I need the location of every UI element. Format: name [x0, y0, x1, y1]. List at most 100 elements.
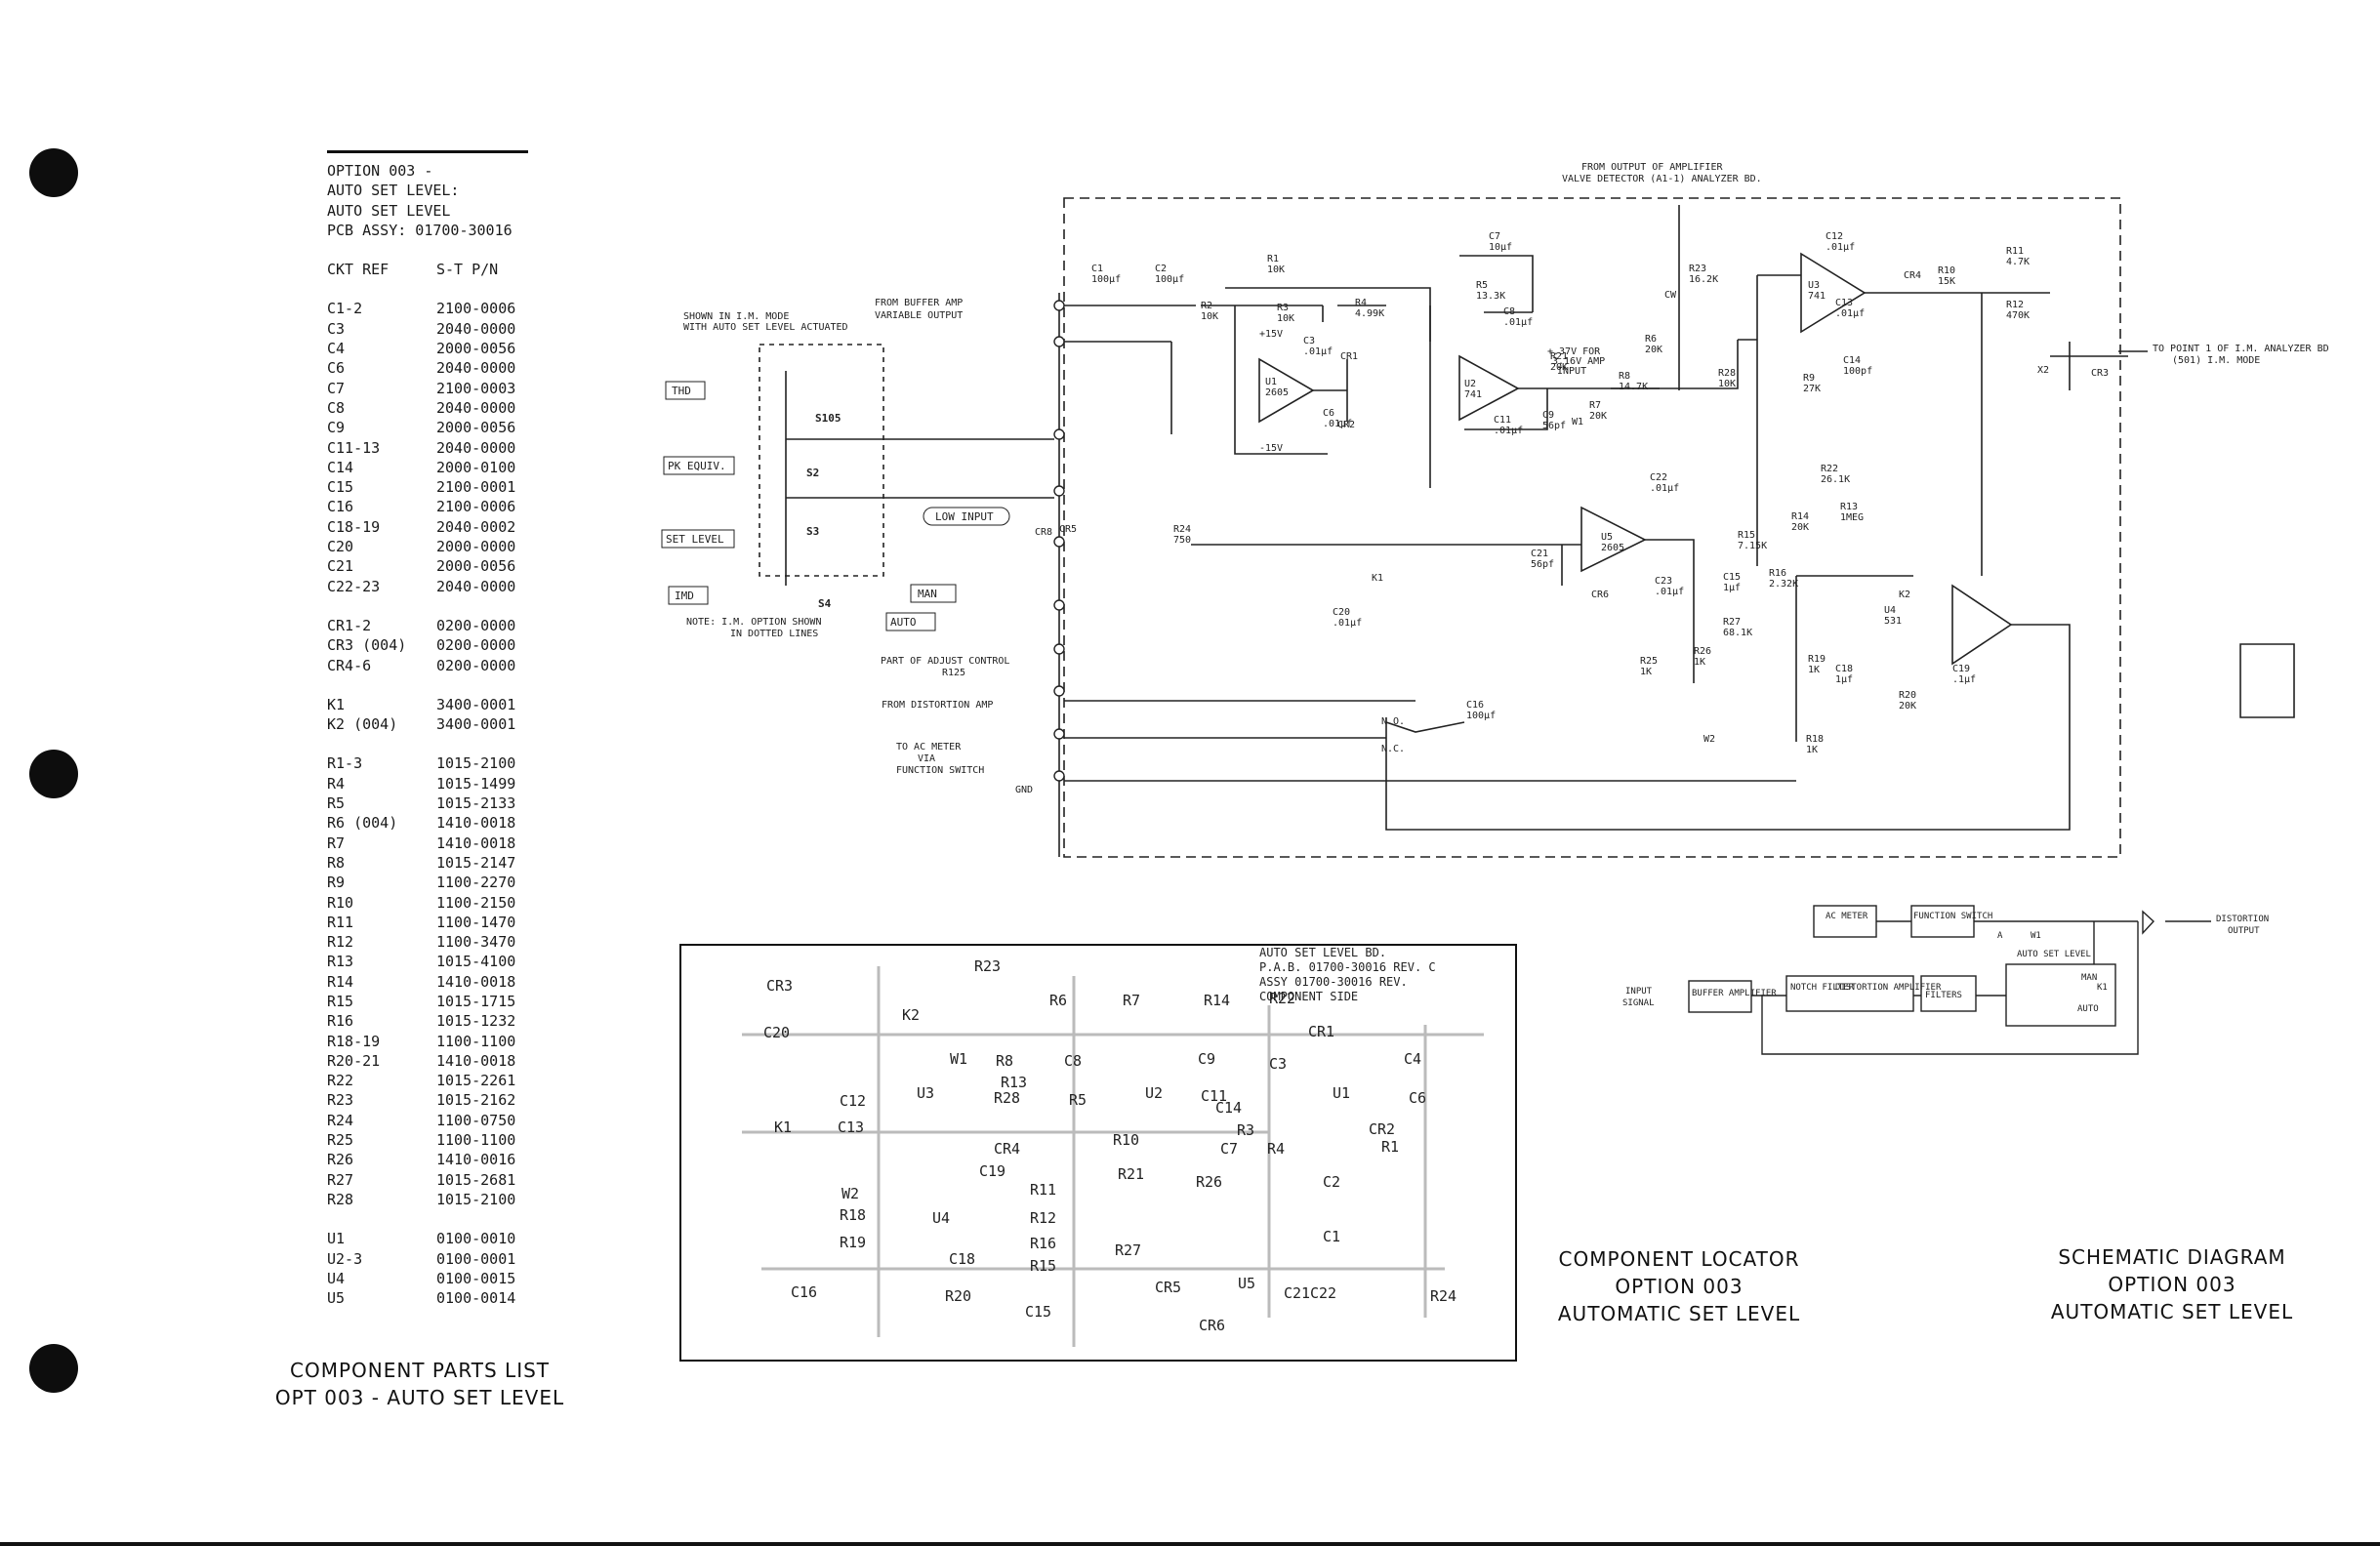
ckt-ref: C9	[327, 419, 346, 437]
ckt-ref: R22	[327, 1072, 354, 1090]
parts-row: C3 2040-0000	[327, 319, 528, 339]
component-ref-c16: C16	[1466, 700, 1484, 711]
part-number: 1410-0018	[436, 834, 516, 852]
u5-opamp	[1580, 506, 1647, 573]
part-number: 2040-0000	[436, 319, 516, 338]
ckt-ref: C22-23	[327, 577, 381, 595]
u4-output-loop	[1385, 624, 2071, 831]
part-number: 1015-2261	[436, 1072, 516, 1090]
component-ref-r19: R19	[1808, 654, 1826, 665]
part-number: 1100-1100	[436, 1032, 516, 1050]
block-label: FUNCTION SWITCH	[1913, 912, 1992, 921]
ckt-ref: U2-3	[327, 1249, 363, 1268]
block-notch-distortion-box	[1785, 975, 1914, 1012]
component-value-c15: 1µf	[1723, 583, 1741, 593]
part-number: 2040-0000	[436, 398, 516, 417]
part-number: 2000-0056	[436, 419, 516, 437]
cr3-output	[2050, 342, 2148, 390]
ckt-ref: R5	[327, 794, 346, 813]
component-ref-c2: C2	[1155, 264, 1167, 274]
schematic-label: CW	[1664, 290, 1677, 301]
ckt-ref: R18-19	[327, 1032, 381, 1050]
schematic-label: X2	[2037, 365, 2049, 376]
terminal-circle	[1053, 536, 1065, 548]
component-ref-r28: R28	[1718, 368, 1736, 379]
component-value-c21: 56pf	[1531, 559, 1554, 570]
column-headers: CKT REF S-T P/N	[327, 260, 528, 279]
schematic-label: W2	[1703, 734, 1715, 745]
ckt-ref: C16	[327, 498, 354, 516]
component-ref-c9: C9	[1542, 410, 1554, 421]
header-line: AUTO SET LEVEL	[327, 201, 451, 220]
component-value-c3: .01µf	[1303, 346, 1333, 357]
component-ref-r5: R5	[1476, 280, 1488, 291]
block-label: FILTERS	[1925, 991, 1962, 1000]
component-ref-r26: R26	[1694, 646, 1711, 657]
schematic-label: K2	[1899, 590, 1910, 600]
component-ref-u4: U4	[1884, 605, 1896, 616]
component-ref-u5: U5	[1601, 532, 1613, 543]
block-diagram-wiring	[1751, 910, 2211, 1055]
component-ref-r22: R22	[1821, 464, 1838, 474]
switch-ref: S4	[818, 597, 832, 610]
component-value-c22: .01µf	[1650, 483, 1679, 494]
component-ref-c18: C18	[1835, 664, 1853, 674]
parts-row: R22 1015-2261	[327, 1071, 528, 1090]
component-value-r13: 1MEG	[1840, 512, 1864, 523]
part-number: 2100-0006	[436, 300, 516, 318]
plus-37v-label: INPUT	[1557, 366, 1586, 377]
u5-output	[1645, 539, 1695, 683]
part-number: 2000-0000	[436, 538, 516, 556]
header-line: AUTO SET LEVEL:	[327, 182, 460, 200]
block-a-label: A	[1997, 931, 2003, 941]
component-value-r14: 20K	[1791, 522, 1809, 533]
part-number: 1015-1232	[436, 1012, 516, 1031]
to-point-label: TO POINT 1 OF I.M. ANALYZER BD	[2153, 344, 2329, 354]
component-ref-r12: R12	[2006, 300, 2024, 310]
part-number: 1410-0016	[436, 1151, 516, 1169]
schematic-label: CR6	[1591, 590, 1609, 600]
component-value-r5: 13.3K	[1476, 291, 1505, 302]
auto-box	[885, 612, 936, 631]
component-value-r8: 14.7K	[1619, 382, 1648, 392]
component-ref-r18: R18	[1806, 734, 1824, 745]
component-value-r28: 10K	[1718, 379, 1736, 389]
schematic-caption: SCHEMATIC DIAGRAM OPTION 003 AUTOMATIC S…	[2021, 1243, 2323, 1325]
block-label: BUFFER AMPLIFIER	[1692, 989, 1777, 998]
caption-line: COMPONENT PARTS LIST	[289, 1359, 551, 1382]
part-number: 1100-3470	[436, 933, 516, 952]
input-wire	[1064, 305, 1324, 322]
part-number: 1015-2162	[436, 1091, 516, 1110]
component-ref-c7: C7	[1489, 231, 1500, 242]
ckt-ref: C3	[327, 319, 346, 338]
part-number: 1410-0018	[436, 972, 516, 991]
ckt-ref: K2 (004)	[327, 715, 398, 734]
component-parts-list: OPTION 003 - AUTO SET LEVEL: AUTO SET LE…	[327, 150, 528, 1327]
binder-hole-middle	[29, 750, 78, 798]
pk-equiv-switch-label: PK EQUIV.	[668, 460, 726, 472]
im-mode-note: WITH AUTO SET LEVEL ACTUATED	[683, 322, 848, 333]
schematic-label: K1	[1372, 573, 1383, 584]
part-number: 1410-0018	[436, 1051, 516, 1070]
component-ref-r7: R7	[1589, 400, 1601, 411]
component-ref-r6: R6	[1645, 334, 1657, 345]
component-ref-u2: U2	[1464, 379, 1476, 389]
component-value-r15: 7.15K	[1738, 541, 1767, 551]
component-ref-c11: C11	[1494, 415, 1511, 426]
parts-list-header: OPTION 003 - AUTO SET LEVEL: AUTO SET LE…	[327, 161, 528, 240]
set-level-switch-label: SET LEVEL	[666, 533, 724, 546]
ckt-ref: C18-19	[327, 517, 381, 536]
distortion-amp-label: FROM DISTORTION AMP	[882, 700, 993, 711]
component-ref-c14: C14	[1843, 355, 1861, 366]
ckt-ref: K1	[327, 695, 346, 713]
component-value-c13: .01µf	[1835, 308, 1865, 319]
binder-hole-bottom	[29, 1344, 78, 1393]
